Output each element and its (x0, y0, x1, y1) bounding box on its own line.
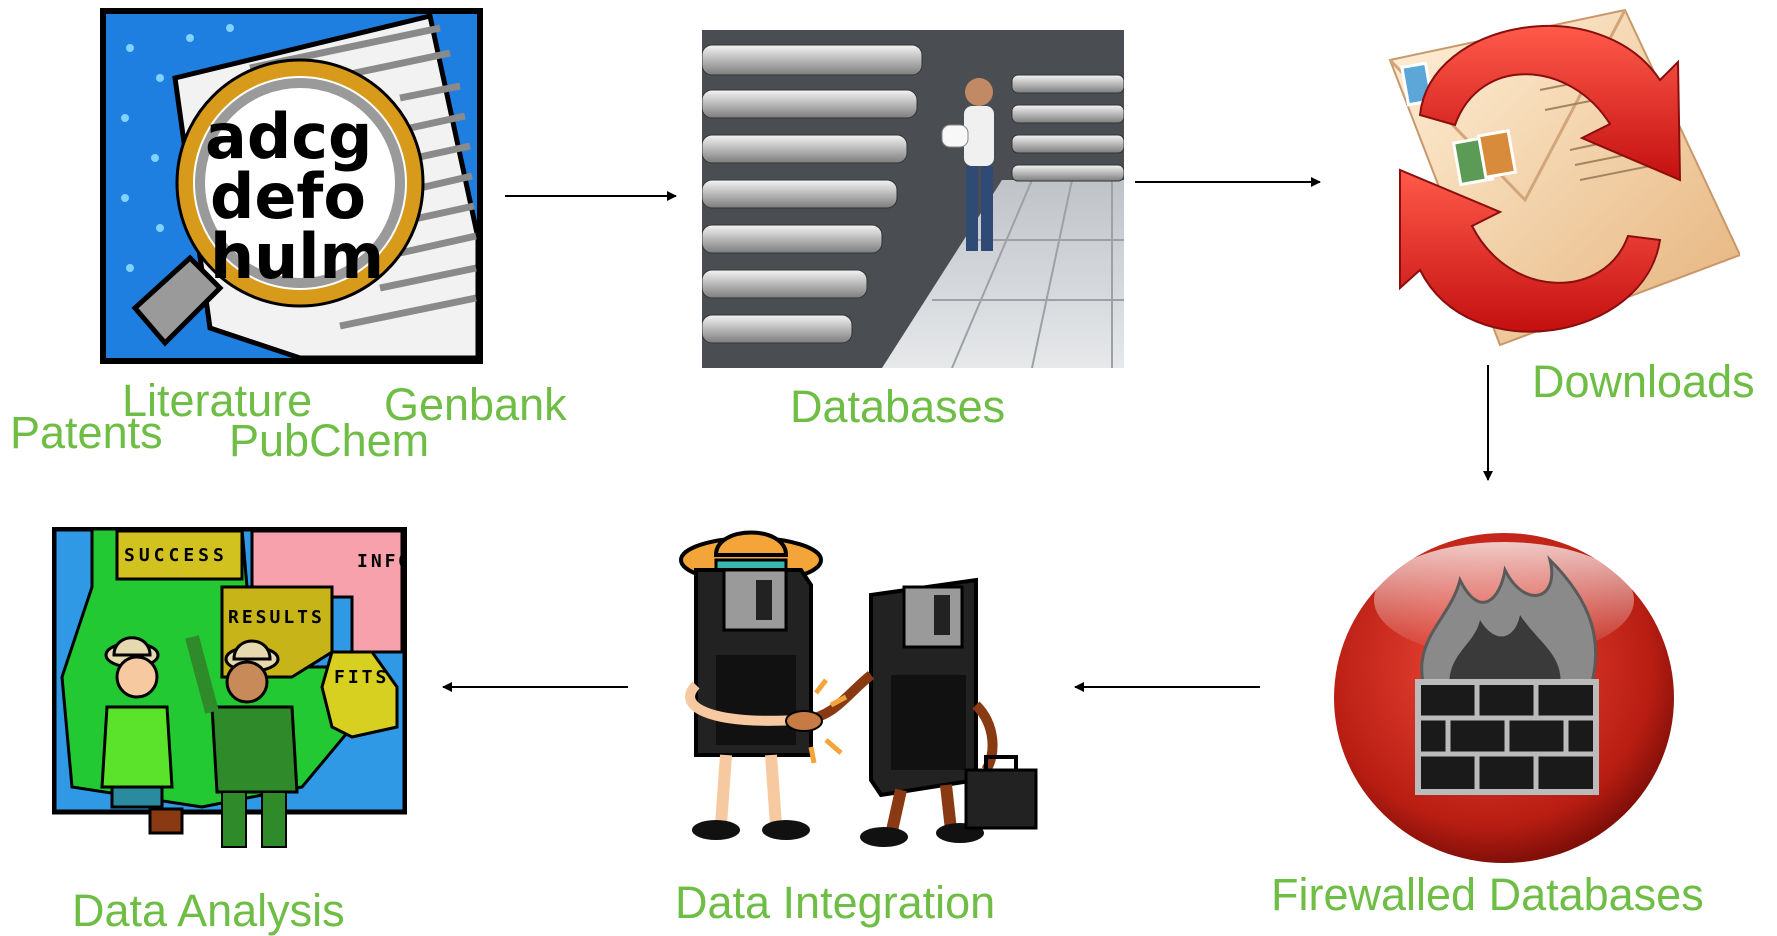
map-word-info: INFO (357, 551, 407, 572)
tape-library-photo (702, 30, 1124, 368)
label-literature: Literature (122, 375, 313, 426)
label-data-analysis: Data Analysis (72, 885, 345, 936)
floppy-handshake-icon (679, 530, 1038, 847)
map-word-fits: FITS (334, 667, 389, 688)
label-pubchem: PubChem (229, 415, 430, 466)
label-patents: Patents (10, 407, 163, 458)
magnifying-glass-document-icon: adcg defo hulm (100, 8, 483, 364)
magnifier-text-line: hulm (210, 220, 384, 293)
label-firewalled-databases: Firewalled Databases (1271, 869, 1704, 920)
magnifier-text-line: adcg (205, 100, 372, 173)
label-downloads: Downloads (1532, 356, 1755, 407)
envelope-refresh-icon (1388, 8, 1740, 347)
label-genbank: Genbank (384, 379, 567, 430)
map-word-success: SUCCESS (124, 545, 228, 566)
map-word-results: RESULTS (228, 607, 325, 628)
map-explorers-icon: SUCCESS INFO RESULTS FITS (52, 527, 407, 848)
magnifier-text-line: defo (210, 160, 366, 233)
label-databases: Databases (790, 381, 1006, 432)
firewall-icon (1334, 533, 1674, 863)
label-data-integration: Data Integration (675, 877, 996, 928)
